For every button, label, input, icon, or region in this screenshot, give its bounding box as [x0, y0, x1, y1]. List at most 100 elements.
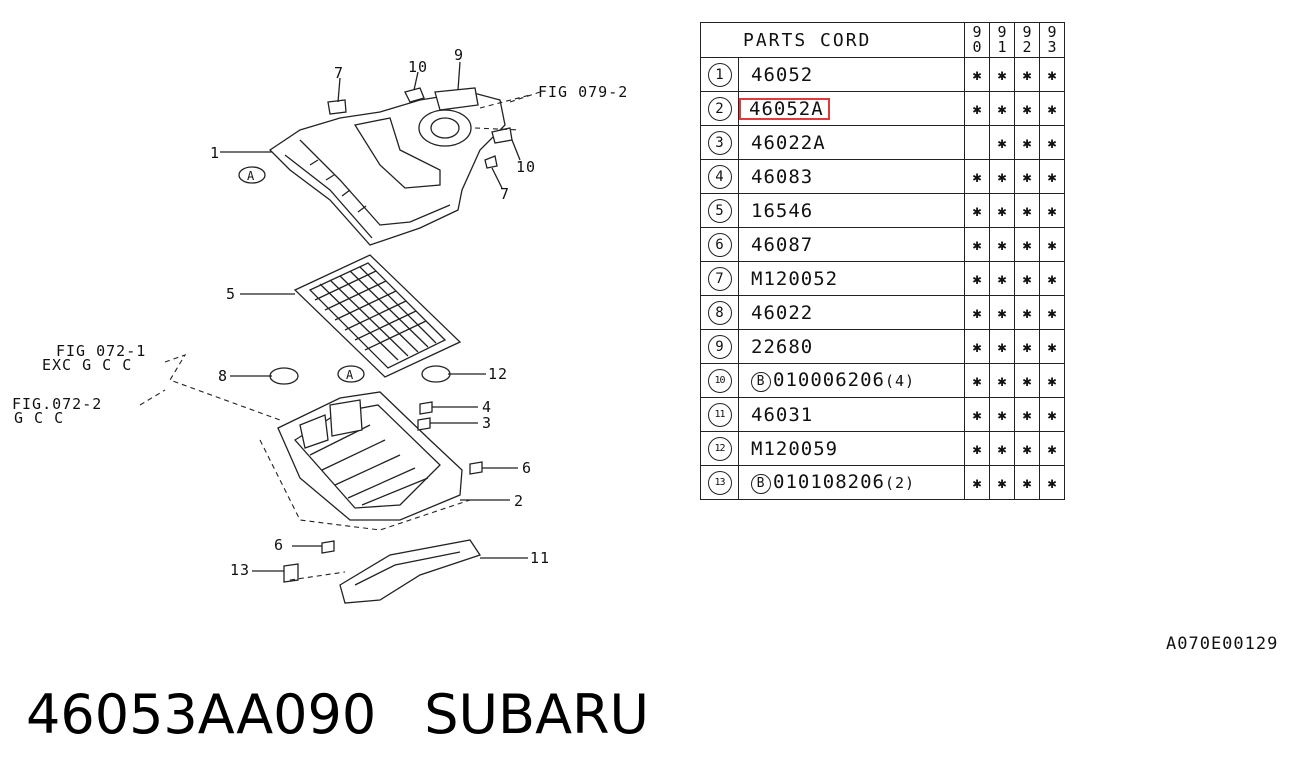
part-code-cell: 46022: [738, 295, 965, 330]
leader-10a: [413, 71, 419, 91]
year-applicability-mark: ✱: [989, 125, 1015, 160]
year-applicability-mark: ✱: [1014, 329, 1040, 364]
upper-leader: [509, 91, 541, 103]
callout-7b: 7: [500, 185, 510, 203]
year-applicability-mark: ✱: [1039, 431, 1065, 466]
year-applicability-mark: ✱: [1014, 295, 1040, 330]
year-applicability-mark: ✱: [964, 91, 990, 126]
ref-number-badge: 5: [707, 198, 732, 223]
part-code: 46031: [751, 403, 814, 426]
highlighted-part-code: 46052A: [739, 97, 830, 120]
leader-10b: [511, 139, 521, 161]
part-code-cell: M120059: [738, 431, 965, 466]
upper-air-cleaner-case: [268, 87, 531, 246]
year-applicability-mark: ✱: [989, 465, 1015, 500]
part-code-wrap: 46031: [751, 404, 813, 426]
part-code-cell: 16546: [738, 193, 965, 228]
part-code-wrap: 46022A: [751, 132, 826, 154]
callout-8: 8: [218, 367, 228, 385]
part-code: 010006206: [773, 369, 885, 391]
ref-number-cell: 9: [700, 329, 739, 364]
part-code-cell: 46031: [738, 397, 965, 432]
callout-13: 13: [230, 561, 250, 579]
fig-ref-079-2: FIG 079-2: [538, 83, 628, 101]
part-code-cell: 46022A: [738, 125, 965, 160]
part-code-wrap: 46052: [751, 64, 813, 86]
year-applicability-mark: ✱: [1039, 295, 1065, 330]
year-applicability-mark: ✱: [989, 159, 1015, 194]
ref-number-badge: 6: [707, 232, 732, 257]
ref-number-cell: 3: [700, 125, 739, 160]
part-code-cell: 46087: [738, 227, 965, 262]
part-code-cell: 46083: [738, 159, 965, 194]
year-applicability-mark: ✱: [1039, 57, 1065, 92]
year-applicability-mark: ✱: [1039, 465, 1065, 500]
part-code: 46052: [751, 63, 814, 86]
year-applicability-mark: ✱: [989, 295, 1015, 330]
part-quantity: (2): [884, 474, 916, 492]
bracket: [283, 539, 482, 604]
part-code-wrap: M120059: [751, 438, 838, 460]
callout-4: 4: [482, 398, 492, 416]
year-applicability-mark: ✱: [989, 431, 1015, 466]
year-applicability-mark: [964, 125, 990, 160]
ref-number-cell: 2: [700, 91, 739, 126]
part-code: 46083: [751, 165, 814, 188]
part-code: 46022A: [751, 131, 826, 154]
brand-name: SUBARU: [424, 683, 650, 746]
year-applicability-mark: ✱: [964, 193, 990, 228]
callout-7a: 7: [334, 64, 344, 82]
callout-10b: 10: [516, 158, 536, 176]
part-code: M120052: [751, 267, 839, 290]
ref-number-badge: 9: [707, 334, 732, 359]
exploded-parts-diagram: 1 2 3 4 5 6 7 8 9 10 11 12 13 6 7 10 A A…: [12, 46, 628, 604]
year-applicability-mark: ✱: [1014, 125, 1040, 160]
part-code-wrap: M120052: [751, 268, 838, 290]
svg-text:A: A: [346, 368, 354, 382]
year-applicability-mark: ✱: [964, 261, 990, 296]
ref-number-cell: 10: [700, 363, 739, 398]
leader-7b: [491, 167, 503, 189]
part-quantity: (4): [884, 372, 916, 390]
part-code-wrap: 46087: [751, 234, 813, 256]
ref-number-badge: 3: [707, 130, 732, 155]
ref-number-cell: 13: [700, 465, 739, 500]
ref-number-badge: 10: [707, 369, 732, 393]
ref-number-cell: 6: [700, 227, 739, 262]
part-code: M120059: [751, 437, 839, 460]
year-applicability-mark: ✱: [964, 295, 990, 330]
ref-number-badge: 11: [707, 403, 732, 427]
fig-ref-072-1: FIG 072-1: [56, 342, 146, 360]
part-code: 16546: [751, 199, 814, 222]
year-applicability-mark: ✱: [989, 397, 1015, 432]
fig-ref-exc-gcc: EXC G C C: [42, 356, 132, 374]
year-applicability-mark: ✱: [989, 193, 1015, 228]
ref-number-cell: 5: [700, 193, 739, 228]
part-code: 46052A: [749, 97, 824, 120]
callout-6b: 6: [274, 536, 284, 554]
assembly-leader: [259, 439, 471, 531]
diagram-code: A070E00129: [1166, 634, 1279, 654]
ref-number-badge: 12: [707, 437, 732, 461]
year-applicability-mark: ✱: [989, 261, 1015, 296]
lower-air-cleaner-case: [269, 365, 483, 521]
bracket-leader: [289, 571, 346, 581]
year-applicability-mark: ✱: [964, 159, 990, 194]
leader-7a: [337, 77, 341, 103]
year-applicability-mark: ✱: [1039, 329, 1065, 364]
year-applicability-mark: ✱: [1039, 397, 1065, 432]
